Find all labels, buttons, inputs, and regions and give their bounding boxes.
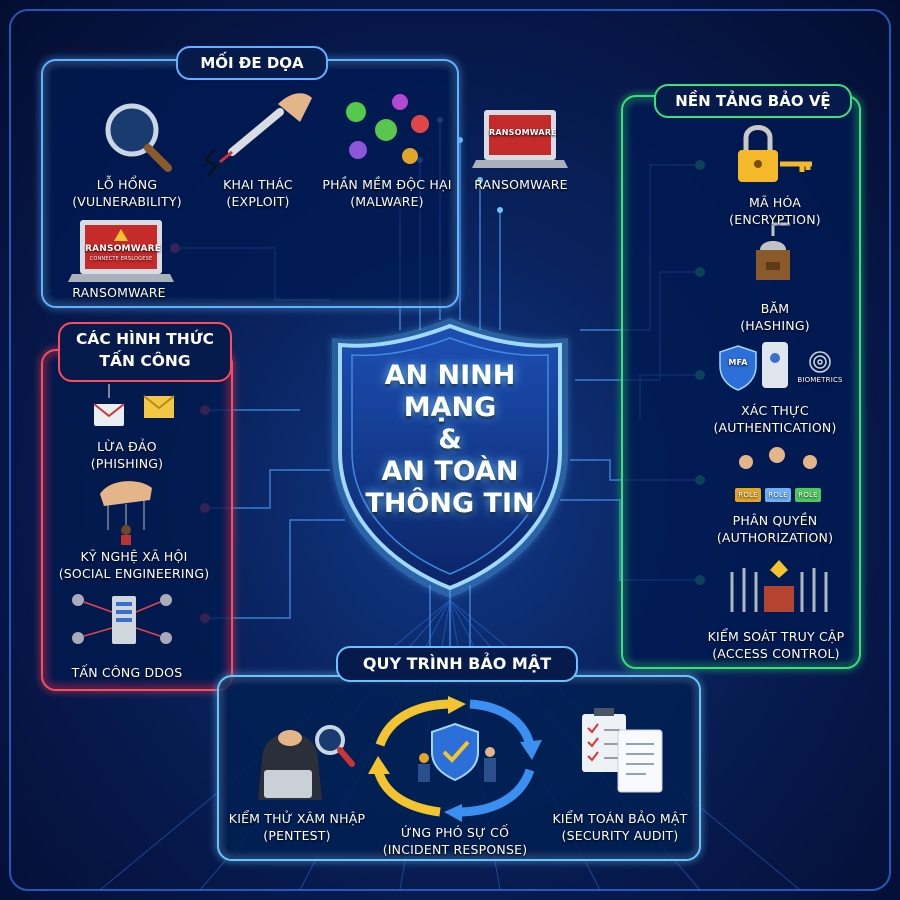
attacks-title-line1: CÁC HÌNH THỨC <box>75 330 215 348</box>
phone-icon <box>762 342 788 388</box>
threats-title: MỐI ĐE DỌA <box>176 46 328 80</box>
role-label-2: ROLE <box>768 491 788 499</box>
protect-hashing: BĂM (HASHING) <box>700 300 850 334</box>
clipboard-document-icon <box>582 708 663 793</box>
threat-malware: PHẦN MỀM ĐỘC HẠI (MALWARE) <box>312 176 462 210</box>
lock-key-icon <box>738 125 812 182</box>
protect-access-control: KIỂM SOÁT TRUY CẬP (ACCESS CONTROL) <box>694 628 858 662</box>
threat-ransomware-2: RANSOMWARE <box>72 285 166 300</box>
attack-social-engineering-name: KỸ NGHỆ XÃ HỘI <box>80 549 188 564</box>
process-incident-response: ỨNG PHÓ SỰ CỐ (INCIDENT RESPONSE) <box>375 824 535 858</box>
outer-frame <box>9 9 891 891</box>
protect-authorization: PHÂN QUYỀN (AUTHORIZATION) <box>700 512 850 546</box>
gate-icon <box>730 560 828 612</box>
role-label-1: ROLE <box>738 491 758 499</box>
threat-malware-name: PHẦN MỀM ĐỘC HẠI <box>322 177 452 192</box>
protect-hashing-name: BĂM <box>760 301 790 316</box>
threat-vulnerability: LỖ HỔNG (VULNERABILITY) <box>52 176 202 210</box>
protect-authentication: XÁC THỰC (AUTHENTICATION) <box>700 402 850 436</box>
ransomware-screen-text-2: RANSOMWARE <box>85 244 162 254</box>
protect-authorization-name: PHÂN QUYỀN <box>732 513 818 528</box>
mfa-shield-icon <box>719 345 757 391</box>
threat-vulnerability-sub: (VULNERABILITY) <box>72 194 182 209</box>
hacker-icon <box>258 725 355 800</box>
central-title-line2: MẠNG <box>403 392 497 423</box>
process-incident-response-name: ỨNG PHÓ SỰ CỐ <box>400 825 510 840</box>
ransomware-screen-subtext: CONNECTE ERSLOGESE <box>89 256 153 262</box>
protect-access-control-sub: (ACCESS CONTROL) <box>712 646 840 661</box>
protect-access-control-name: KIỂM SOÁT TRUY CẬP <box>707 629 845 644</box>
attack-social-engineering: KỸ NGHỆ XÃ HỘI (SOCIAL ENGINEERING) <box>44 548 224 582</box>
process-pentest: KIỂM THỬ XÂM NHẬP (PENTEST) <box>222 810 372 844</box>
ransomware-screen-text: RANSOMWARE <box>489 128 557 137</box>
response-team-shield-icon <box>418 722 496 782</box>
attacks-panel <box>41 349 233 691</box>
process-title: QUY TRÌNH BẢO MẬT <box>336 646 578 682</box>
malware-virus-icon <box>346 94 429 164</box>
cycle-arrows-icon <box>368 696 542 822</box>
role-label-3: ROLE <box>798 491 818 499</box>
attacks-title: CÁC HÌNH THỨC TẤN CÔNG <box>58 322 232 382</box>
ransomware-laptop-icon-2 <box>68 220 174 282</box>
threat-vulnerability-name: LỖ HỔNG <box>96 177 158 192</box>
attack-ddos: TẤN CÔNG DDOS <box>71 665 183 680</box>
threat-exploit-sub: (EXPLOIT) <box>226 194 290 209</box>
protect-encryption-name: MÃ HÓA <box>748 195 802 210</box>
attack-phishing: LỪA ĐẢO (PHISHING) <box>52 438 202 472</box>
process-security-audit: KIỂM TOÁN BẢO MẬT (SECURITY AUDIT) <box>540 810 700 844</box>
mfa-label: MFA <box>728 358 748 367</box>
process-security-audit-name: KIỂM TOÁN BẢO MẬT <box>552 811 688 826</box>
threat-exploit-name: KHAI THÁC <box>223 177 293 192</box>
process-incident-response-sub: (INCIDENT RESPONSE) <box>382 842 528 857</box>
ransomware-laptop-icon <box>472 110 568 168</box>
attack-phishing-sub: (PHISHING) <box>90 456 164 471</box>
threat-exploit: KHAI THÁC (EXPLOIT) <box>208 176 308 210</box>
threat-malware-sub: (MALWARE) <box>350 194 424 209</box>
process-pentest-name: KIỂM THỬ XÂM NHẬP <box>228 811 366 826</box>
attack-social-engineering-sub: (SOCIAL ENGINEERING) <box>58 566 210 581</box>
magnifier-icon <box>105 103 172 172</box>
protect-title: NỀN TẢNG BẢO VỆ <box>654 84 852 118</box>
central-title: AN NINH MẠNG & AN TOÀN THÔNG TIN <box>330 360 570 520</box>
attacks-title-line2: TẤN CÔNG <box>99 352 191 370</box>
syringe-hand-icon <box>204 93 312 177</box>
threats-title-text: MỐI ĐE DỌA <box>200 54 304 72</box>
grinder-icon <box>756 222 790 280</box>
users-roles-icon <box>735 447 821 502</box>
central-title-line4: AN TOÀN <box>381 456 519 487</box>
fingerprint-icon <box>809 351 831 373</box>
shield-icon <box>332 318 568 598</box>
threat-ransomware: RANSOMWARE <box>474 177 568 192</box>
process-security-audit-sub: (SECURITY AUDIT) <box>561 828 679 843</box>
phishing-email-icon <box>93 384 175 426</box>
protect-hashing-sub: (HASHING) <box>740 318 810 333</box>
central-title-line1: AN NINH <box>384 360 516 391</box>
process-title-text: QUY TRÌNH BẢO MẬT <box>362 654 552 673</box>
central-title-line3: & <box>438 424 462 455</box>
attack-phishing-name: LỪA ĐẢO <box>97 439 157 454</box>
protect-encryption: MÃ HÓA (ENCRYPTION) <box>700 194 850 228</box>
process-pentest-sub: (PENTEST) <box>263 828 331 843</box>
protect-authentication-name: XÁC THỰC <box>741 403 809 418</box>
central-title-line5: THÔNG TIN <box>365 488 535 519</box>
protect-encryption-sub: (ENCRYPTION) <box>729 212 821 227</box>
puppet-hand-icon <box>100 481 152 545</box>
protect-title-text: NỀN TẢNG BẢO VỆ <box>675 92 831 110</box>
biometrics-label: BIOMETRICS <box>797 376 843 384</box>
protect-authentication-sub: (AUTHENTICATION) <box>713 420 837 435</box>
protect-authorization-sub: (AUTHORIZATION) <box>716 530 834 545</box>
ddos-server-icon <box>72 594 172 644</box>
